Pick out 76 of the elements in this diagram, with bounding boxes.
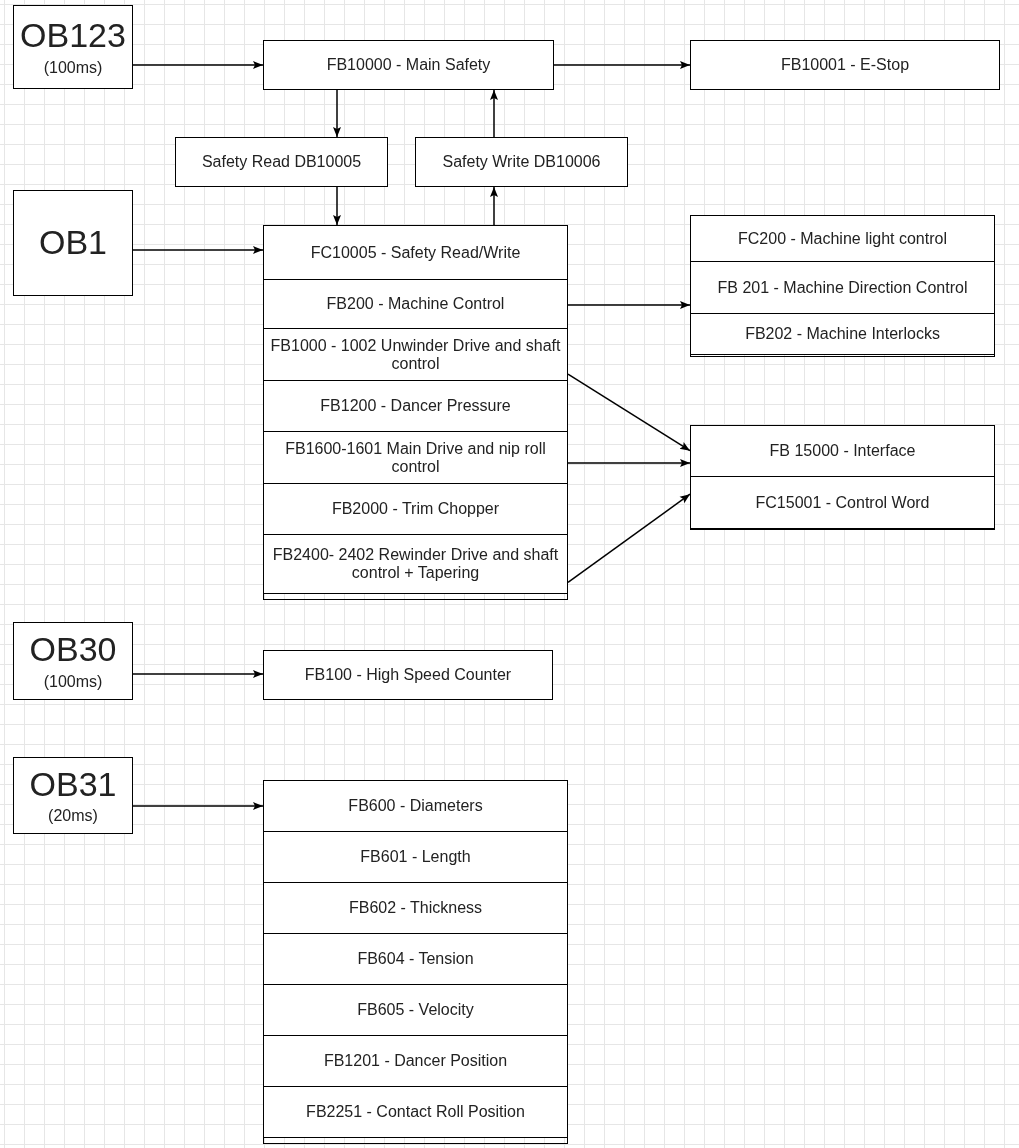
function-block — [690, 476, 995, 529]
function-block — [690, 313, 995, 355]
block-label: FB600 - Diameters — [347, 797, 484, 815]
block-box — [13, 190, 133, 296]
block-label: FB604 - Tension — [356, 950, 475, 968]
arrow — [132, 802, 264, 810]
function-block — [415, 137, 628, 187]
arrow — [132, 246, 264, 254]
block-title: OB31 — [28, 765, 118, 804]
block-box — [13, 5, 133, 89]
block-group — [690, 425, 995, 530]
block-label: FB200 - Machine Control — [325, 295, 506, 313]
cycle-time: (20ms) — [48, 807, 98, 826]
block-label: FB202 - Machine Interlocks — [744, 325, 941, 343]
block-label: FB100 - High Speed Counter — [303, 666, 513, 684]
block-label: FC200 - Machine light control — [737, 229, 948, 248]
arrow — [567, 301, 691, 309]
arrow — [553, 61, 691, 69]
arrow — [490, 89, 498, 138]
function-block — [263, 534, 568, 594]
function-block — [175, 137, 388, 187]
arrow — [490, 186, 498, 226]
block-label: FB2000 - Trim Chopper — [330, 500, 501, 518]
function-block — [263, 1086, 568, 1138]
function-block — [690, 40, 1000, 90]
block-label: FB1201 - Dancer Position — [322, 1052, 509, 1070]
arrow — [132, 670, 264, 678]
block-label: FB1600-1601 Main Drive and nip roll control — [284, 439, 547, 476]
block-title: OB123 — [19, 17, 127, 55]
function-block — [263, 831, 568, 883]
block-label: Safety Write DB10006 — [441, 153, 602, 171]
function-block — [690, 215, 995, 262]
block-label: FB2400- 2402 Rewinder Drive and shaft control + Tapering — [271, 546, 560, 582]
function-block — [263, 933, 568, 985]
function-block — [263, 380, 568, 432]
arrow — [333, 186, 341, 226]
arrow — [567, 459, 691, 467]
function-block — [690, 261, 995, 314]
function-block — [690, 425, 995, 477]
block-label: FB2251 - Contact Roll Position — [305, 1103, 526, 1121]
function-block — [263, 483, 568, 535]
arrow — [567, 493, 691, 584]
function-block — [263, 431, 568, 484]
block-label: FB10000 - Main Safety — [325, 56, 492, 74]
block-group — [263, 225, 568, 600]
function-block — [263, 650, 553, 700]
cycle-time: (100ms) — [43, 58, 103, 77]
arrow — [132, 61, 264, 69]
block-label: FB1000 - 1002 Unwinder Drive and shaft control — [269, 336, 562, 373]
cycle-time: (100ms) — [43, 672, 103, 691]
block-label: FB605 - Velocity — [356, 1001, 475, 1019]
block-title: OB30 — [28, 631, 118, 669]
function-block — [263, 225, 568, 280]
arrow — [567, 373, 691, 452]
block-box — [13, 622, 133, 700]
function-block — [263, 984, 568, 1036]
block-label: FC10005 - Safety Read/Write — [309, 243, 522, 262]
block-box — [13, 757, 133, 834]
function-block — [263, 1035, 568, 1087]
function-block — [263, 279, 568, 329]
block-title: OB1 — [37, 224, 108, 262]
function-block — [263, 780, 568, 832]
block-label: FB10001 - E-Stop — [779, 56, 911, 74]
block-label: FB 15000 - Interface — [768, 442, 917, 460]
arrow — [333, 89, 341, 138]
function-block — [263, 882, 568, 934]
block-group — [263, 780, 568, 1144]
block-label: FB602 - Thickness — [347, 899, 484, 917]
block-group — [690, 215, 995, 357]
block-label: FC15001 - Control Word — [754, 493, 931, 512]
function-block — [263, 40, 554, 90]
block-label: Safety Read DB10005 — [200, 153, 363, 171]
block-label: FB1200 - Dancer Pressure — [319, 397, 512, 415]
block-label: FB601 - Length — [359, 848, 472, 866]
function-block — [263, 328, 568, 381]
block-label: FB 201 - Machine Direction Control — [716, 278, 969, 297]
